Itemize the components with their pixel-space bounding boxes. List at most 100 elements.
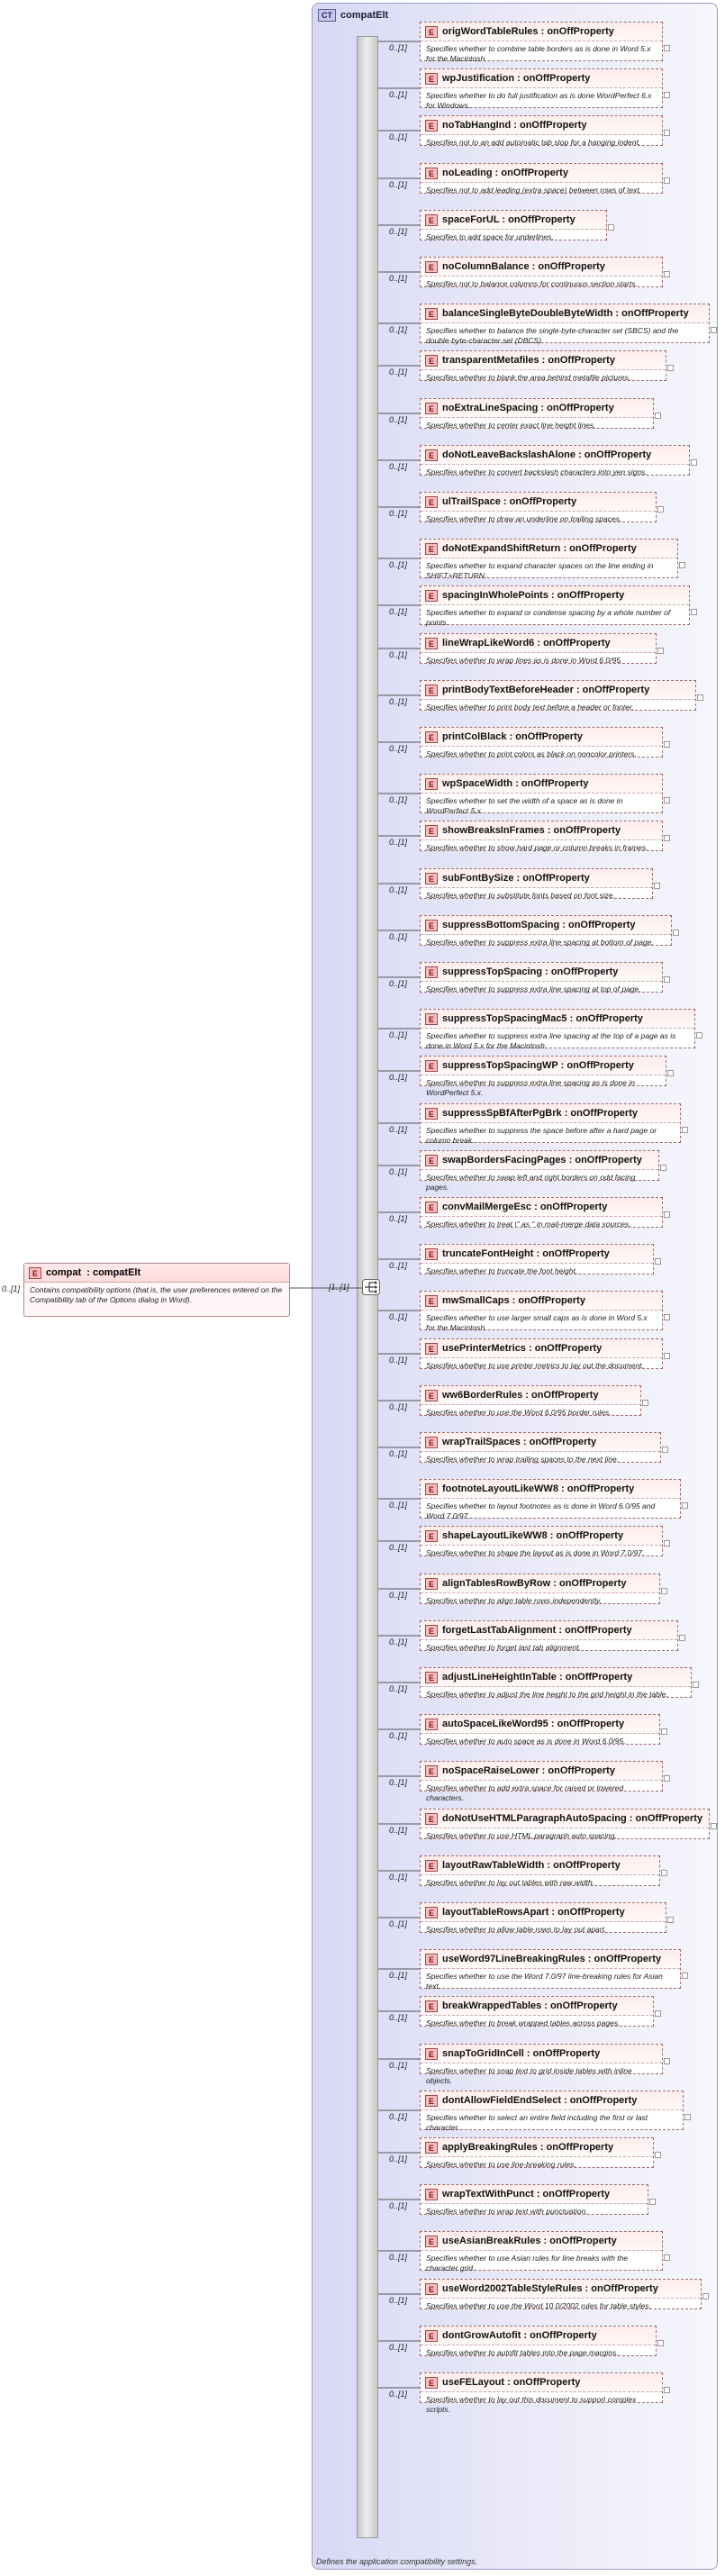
expand-icon[interactable] (655, 2152, 662, 2158)
expand-icon[interactable] (657, 506, 665, 512)
expand-icon[interactable] (678, 562, 685, 568)
expand-icon[interactable] (660, 1165, 666, 1171)
expand-icon[interactable] (661, 1588, 667, 1594)
expand-icon[interactable] (666, 1917, 674, 1923)
expand-icon[interactable] (696, 1032, 702, 1039)
expand-icon[interactable] (682, 1127, 688, 1133)
expand-icon[interactable] (702, 2293, 710, 2299)
expand-icon[interactable] (664, 835, 670, 841)
expand-icon[interactable] (648, 2199, 656, 2205)
expand-icon[interactable] (664, 1211, 670, 1218)
expand-icon[interactable] (661, 1870, 667, 1876)
expand-icon[interactable] (664, 177, 670, 184)
expand-icon[interactable] (607, 224, 614, 231)
expand-icon[interactable] (654, 883, 661, 889)
expand-icon[interactable] (657, 648, 665, 654)
expand-icon[interactable] (666, 365, 674, 371)
expand-icon[interactable] (661, 1728, 667, 1735)
expand-icon[interactable] (664, 976, 670, 983)
expand-icon[interactable] (664, 2058, 670, 2064)
expand-icon[interactable] (691, 459, 697, 466)
expand-icon[interactable] (664, 2387, 670, 2393)
expand-icon[interactable] (664, 741, 670, 748)
expand-icon[interactable] (664, 271, 670, 277)
expand-icon[interactable] (684, 2114, 692, 2120)
expand-icon[interactable] (664, 1540, 670, 1547)
expand-icon[interactable] (664, 2254, 670, 2261)
expand-icon[interactable] (642, 1400, 649, 1406)
expand-icon[interactable] (664, 92, 670, 98)
expand-icon[interactable] (678, 1635, 685, 1641)
expand-icon[interactable] (696, 694, 703, 701)
expand-icon[interactable] (682, 1973, 688, 1979)
expand-icon[interactable] (711, 1823, 717, 1829)
expand-icon[interactable] (666, 1070, 674, 1076)
expand-icon[interactable] (664, 1314, 670, 1320)
